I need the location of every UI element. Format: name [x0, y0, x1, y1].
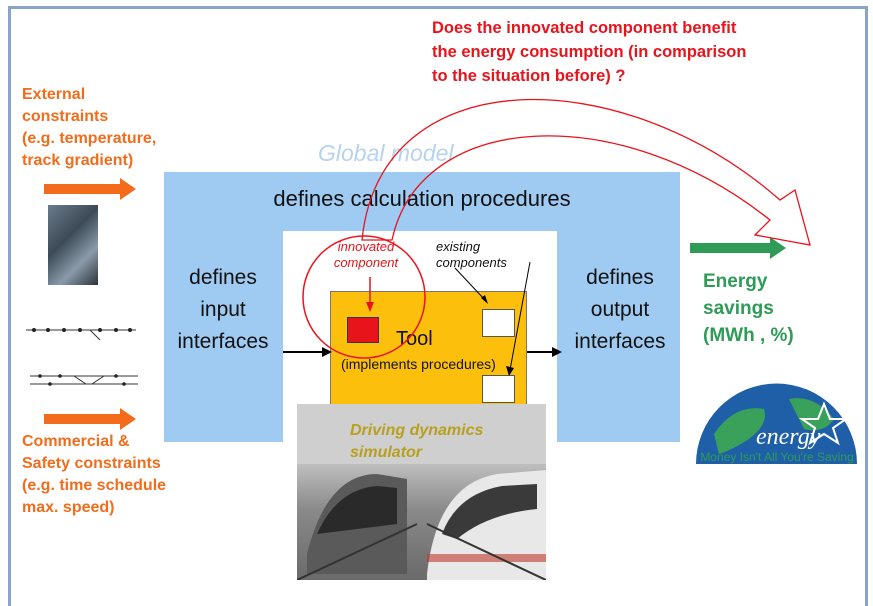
- input-interfaces-label: defines input interfaces: [164, 262, 282, 358]
- calc-procedures-label: defines calculation procedures: [273, 186, 571, 211]
- question-line-3: to the situation before) ?: [432, 67, 626, 85]
- slide-frame: [8, 6, 868, 606]
- existing-line-2: components: [436, 255, 507, 270]
- global-model-label: Global model: [318, 140, 454, 166]
- commercial-line-2: Safety constraints: [22, 455, 161, 472]
- input-line-3: interfaces: [177, 330, 269, 353]
- question-line-2: the energy consumption (in comparison: [432, 43, 747, 61]
- input-line-2: input: [200, 298, 246, 321]
- tool-label: Tool: [396, 328, 433, 350]
- external-constraints-label: External constraints (e.g. temperature, …: [22, 84, 222, 172]
- energy-star-logo: energy: [696, 383, 857, 464]
- commercial-line-3: (e.g. time schedule: [22, 477, 167, 494]
- innovated-line-1: innovated: [337, 239, 395, 254]
- output-line-2: output: [590, 298, 650, 321]
- commercial-constraints-label: Commercial & Safety constraints (e.g. ti…: [22, 431, 222, 519]
- track-schematic-image: [26, 328, 138, 386]
- tool-subtitle: (implements procedures): [341, 356, 496, 372]
- simulator-label: Driving dynamics simulator: [350, 420, 530, 464]
- simulator-line-1: Driving dynamics: [350, 422, 484, 439]
- logo-tagline: Money Isn't All You're Saving: [700, 450, 854, 464]
- commercial-line-1: Commercial &: [22, 433, 130, 450]
- energy-line-3: (MWh , %): [703, 325, 794, 346]
- logo-word: energy: [756, 424, 821, 450]
- input-line-1: defines: [189, 266, 257, 289]
- existing-component-square-1: [482, 309, 515, 337]
- output-line-1: defines: [586, 266, 654, 289]
- innovated-component-square: [347, 317, 379, 343]
- external-line-2: constraints: [22, 108, 109, 125]
- external-line-4: track gradient): [22, 152, 134, 169]
- energy-savings-label: Energy savings (MWh , %): [703, 268, 843, 349]
- trains-illustration: [297, 404, 546, 580]
- energy-line-1: Energy: [703, 271, 768, 292]
- output-line-3: interfaces: [574, 330, 666, 353]
- question-line-1: Does the innovated component benefit: [432, 19, 737, 37]
- simulator-line-2: simulator: [350, 444, 423, 461]
- commercial-line-4: max. speed): [22, 499, 115, 516]
- train-photo: [297, 404, 546, 580]
- innovated-line-2: component: [333, 255, 399, 270]
- output-interfaces-label: defines output interfaces: [560, 262, 680, 358]
- external-line-1: External: [22, 86, 86, 103]
- existing-line-1: existing: [436, 239, 481, 254]
- existing-components-label: existing components: [436, 239, 546, 271]
- existing-component-square-2: [482, 375, 515, 403]
- energy-line-2: savings: [703, 298, 774, 319]
- innovated-component-label: innovated component: [321, 239, 411, 271]
- question-text: Does the innovated component benefit the…: [432, 16, 852, 88]
- external-line-3: (e.g. temperature,: [22, 130, 157, 147]
- railway-track-image: [48, 205, 98, 285]
